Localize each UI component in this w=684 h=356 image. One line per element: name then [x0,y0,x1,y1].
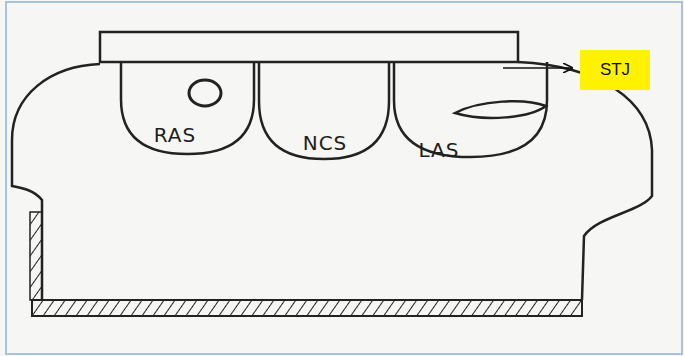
leader-arrow [503,67,572,69]
sinus-label: LAS [419,138,460,162]
sinus-cusp-line [121,62,254,154]
aortic-root-wall-left [12,64,100,300]
right-aortic-sinus: RAS [120,62,255,155]
photo-frame [6,2,682,354]
label-box: STJ [580,50,650,90]
sinotubular-junction-line [100,61,518,63]
sinus-outline [393,62,548,158]
left-aortic-sinus: LAS [393,62,548,158]
sinus-cusp-line [394,62,547,157]
hatched-wall-block [30,212,42,300]
sinus-cusp-line [259,62,389,159]
sinus-label: RAS [154,123,196,147]
right-coronary-ostium [189,80,221,106]
left-coronary-ostium [455,101,546,118]
non-coronary-sinus: NCS [258,62,390,160]
hatched-annulus-band [32,300,582,316]
node-label: STJ [600,60,630,80]
ascending-aorta-tube [100,32,518,62]
aortic-root-wall-right [518,62,652,300]
sinus-label: NCS [303,131,348,155]
